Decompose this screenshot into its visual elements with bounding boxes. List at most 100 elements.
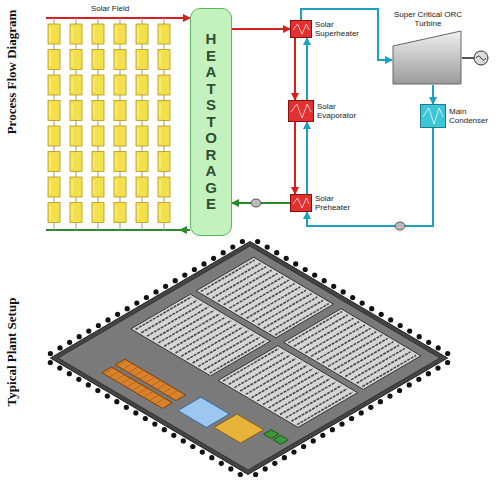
- fence-post: [284, 256, 289, 261]
- collector-shine: [138, 129, 139, 143]
- fence-post: [435, 365, 440, 370]
- collector-shine: [72, 180, 73, 194]
- collector-shine: [50, 27, 51, 41]
- turbine: Super Critical ORC Turbine: [392, 10, 464, 85]
- collector: [70, 75, 82, 95]
- collector-row: [229, 352, 285, 384]
- fence-post: [303, 267, 308, 272]
- fence-post: [272, 461, 277, 466]
- collector-shine: [50, 155, 51, 169]
- fence-post: [171, 433, 176, 438]
- coil-symbol: [291, 195, 311, 211]
- collector: [92, 24, 104, 44]
- collector-shine: [94, 206, 95, 220]
- shaft: [462, 57, 474, 59]
- collector: [114, 177, 126, 197]
- collector: [48, 75, 60, 95]
- fence-post: [200, 449, 205, 454]
- flow-line: [307, 128, 433, 226]
- collector: [70, 203, 82, 223]
- flow-line: [294, 122, 296, 194]
- collector-row: [291, 389, 347, 421]
- flow-line: [180, 229, 190, 231]
- fence-post: [265, 245, 270, 250]
- collector-shine: [50, 53, 51, 67]
- fence-post: [77, 334, 82, 339]
- roof-line: [105, 361, 126, 373]
- section-label: Process Flow Diagram: [4, 0, 20, 172]
- collector-shine: [160, 206, 161, 220]
- collector: [48, 152, 60, 172]
- fence-post: [105, 317, 110, 322]
- fence-post: [397, 388, 402, 393]
- collector-row: [300, 318, 354, 349]
- collector-row: [193, 331, 249, 363]
- collector-row: [294, 315, 348, 346]
- collector-shine: [94, 129, 95, 143]
- collector: [92, 101, 104, 121]
- fence-post: [182, 273, 187, 278]
- roof-line: [145, 384, 166, 396]
- collector: [158, 75, 170, 95]
- roof-line: [127, 374, 148, 386]
- ground: [58, 246, 440, 470]
- collector-row: [311, 325, 365, 356]
- collector-shine: [138, 155, 139, 169]
- collector-row: [234, 355, 290, 387]
- collector: [70, 126, 82, 146]
- solar-field: Solar Field: [40, 4, 180, 236]
- collector-row: [328, 335, 382, 366]
- collector-shine: [116, 78, 117, 92]
- roof-line: [156, 391, 177, 403]
- collector-shine: [72, 206, 73, 220]
- collector-row: [362, 355, 416, 386]
- collector: [48, 177, 60, 197]
- fence-post: [133, 410, 138, 415]
- collector: [158, 101, 170, 121]
- collector: [158, 50, 170, 70]
- fence-post: [322, 278, 327, 283]
- condenser: Main Condenser: [420, 104, 493, 128]
- collector: [70, 152, 82, 172]
- fence-post: [228, 466, 233, 471]
- collector: [70, 101, 82, 121]
- fence-post: [445, 351, 450, 356]
- collector: [158, 152, 170, 172]
- collector-row: [164, 314, 220, 346]
- exchanger-box: [288, 100, 314, 122]
- collector: [114, 75, 126, 95]
- heat-exchanger: Solar Superheater: [290, 20, 359, 38]
- coil-line: [293, 24, 309, 34]
- collector-shine: [116, 53, 117, 67]
- exchanger-label: Solar Superheater: [315, 20, 359, 38]
- collector-shine: [138, 53, 139, 67]
- collector-shine: [138, 27, 139, 41]
- fence-post: [426, 340, 431, 345]
- collector-shine: [94, 155, 95, 169]
- fence-post: [238, 472, 243, 477]
- fence-post: [417, 334, 422, 339]
- collector-row: [207, 263, 261, 294]
- fence-post: [105, 393, 110, 398]
- exchanger-label: Solar Preheater: [315, 194, 359, 212]
- collector-shine: [94, 27, 95, 41]
- generator-wave: [476, 56, 486, 60]
- collector-row: [252, 290, 306, 321]
- collector-row: [258, 294, 312, 325]
- collector-row: [288, 312, 342, 343]
- collector-row: [252, 365, 308, 397]
- fence-post: [311, 438, 316, 443]
- fence-post: [331, 284, 336, 289]
- storage-label: HEAT STORAGE: [204, 31, 219, 213]
- fence-post: [181, 438, 186, 443]
- coil-line: [291, 104, 311, 118]
- collector-row: [212, 267, 266, 298]
- collector-shine: [72, 27, 73, 41]
- fence-post: [192, 267, 197, 272]
- collector-shine: [160, 27, 161, 41]
- building: [115, 359, 185, 401]
- fence-post: [388, 317, 393, 322]
- fence-post: [240, 239, 245, 244]
- collector: [136, 203, 148, 223]
- fence-post: [48, 360, 53, 365]
